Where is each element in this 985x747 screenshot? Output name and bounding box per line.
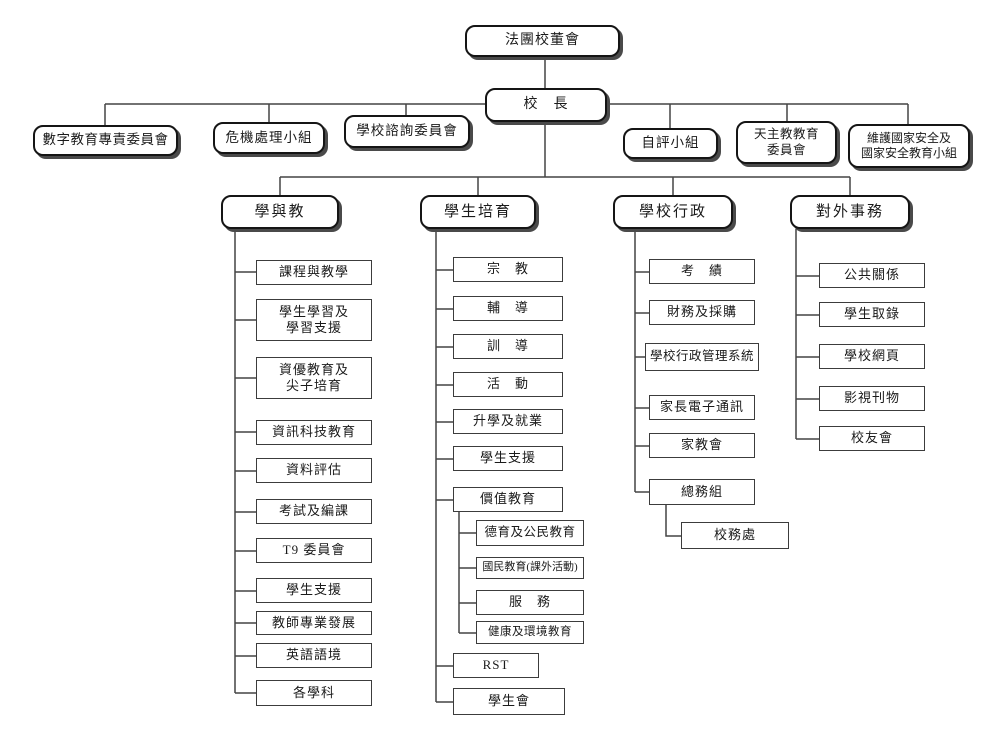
- node-further-studies-and-careers: 升學及就業: [453, 409, 563, 434]
- branch-learning-and-teaching: 學與教: [221, 195, 339, 229]
- node-general-affairs: 總務組: [649, 479, 755, 505]
- node-parent-teacher-association: 家教會: [649, 433, 755, 458]
- node-subject-departments: 各學科: [256, 680, 372, 706]
- node-discipline: 訓 導: [453, 334, 563, 359]
- node-national-education: 國民教育(課外活動): [476, 557, 584, 579]
- node-student-support-sd: 學生支援: [453, 446, 563, 471]
- committee-crisis-management: 危機處理小組: [213, 122, 325, 154]
- node-religion: 宗 教: [453, 257, 563, 282]
- node-student-learning-support: 學生學習及 學習支援: [256, 299, 372, 341]
- node-guidance: 輔 導: [453, 296, 563, 321]
- node-student-admission: 學生取錄: [819, 302, 925, 327]
- node-data-assessment: 資料評估: [256, 458, 372, 483]
- node-incorporated-management-committee: 法團校董會: [465, 25, 620, 57]
- node-moral-and-civic-education: 德育及公民教育: [476, 520, 584, 546]
- branch-external-affairs: 對外事務: [790, 195, 910, 229]
- node-exams-and-timetabling: 考試及編課: [256, 499, 372, 524]
- node-rst: RST: [453, 653, 539, 678]
- node-finance-and-procurement: 財務及採購: [649, 300, 755, 325]
- node-appraisal: 考 績: [649, 259, 755, 284]
- node-school-office: 校務處: [681, 522, 789, 549]
- committee-digital-education: 數字教育專責委員會: [33, 125, 178, 156]
- node-english-environment: 英語語境: [256, 643, 372, 668]
- node-it-education: 資訊科技教育: [256, 420, 372, 445]
- node-alumni-association: 校友會: [819, 426, 925, 451]
- node-gifted-education: 資優教育及 尖子培育: [256, 357, 372, 399]
- node-teacher-professional-development: 教師專業發展: [256, 611, 372, 635]
- committee-school-advisory: 學校諮詢委員會: [344, 115, 470, 148]
- node-school-website: 學校網頁: [819, 344, 925, 369]
- committee-self-evaluation: 自評小組: [623, 128, 718, 159]
- committee-national-security-education: 維護國家安全及 國家安全教育小組: [848, 124, 970, 168]
- committee-catholic-education: 天主教教育 委員會: [736, 121, 837, 164]
- node-t9-committee: T9 委員會: [256, 538, 372, 563]
- branch-student-development: 學生培育: [420, 195, 536, 229]
- node-values-education: 價值教育: [453, 487, 563, 512]
- node-student-union: 學生會: [453, 688, 565, 715]
- node-principal: 校 長: [485, 88, 607, 122]
- node-student-support-lt: 學生支援: [256, 578, 372, 603]
- node-school-admin-management-system: 學校行政管理系統: [645, 343, 759, 371]
- branch-school-administration: 學校行政: [613, 195, 733, 229]
- node-curriculum-and-teaching: 課程與教學: [256, 260, 372, 285]
- node-media-and-publications: 影視刊物: [819, 386, 925, 411]
- node-health-and-environment-education: 健康及環境教育: [476, 621, 584, 644]
- node-service: 服 務: [476, 590, 584, 615]
- node-activities: 活 動: [453, 372, 563, 397]
- node-parent-e-communication: 家長電子通訊: [649, 395, 755, 420]
- node-public-relations: 公共關係: [819, 263, 925, 288]
